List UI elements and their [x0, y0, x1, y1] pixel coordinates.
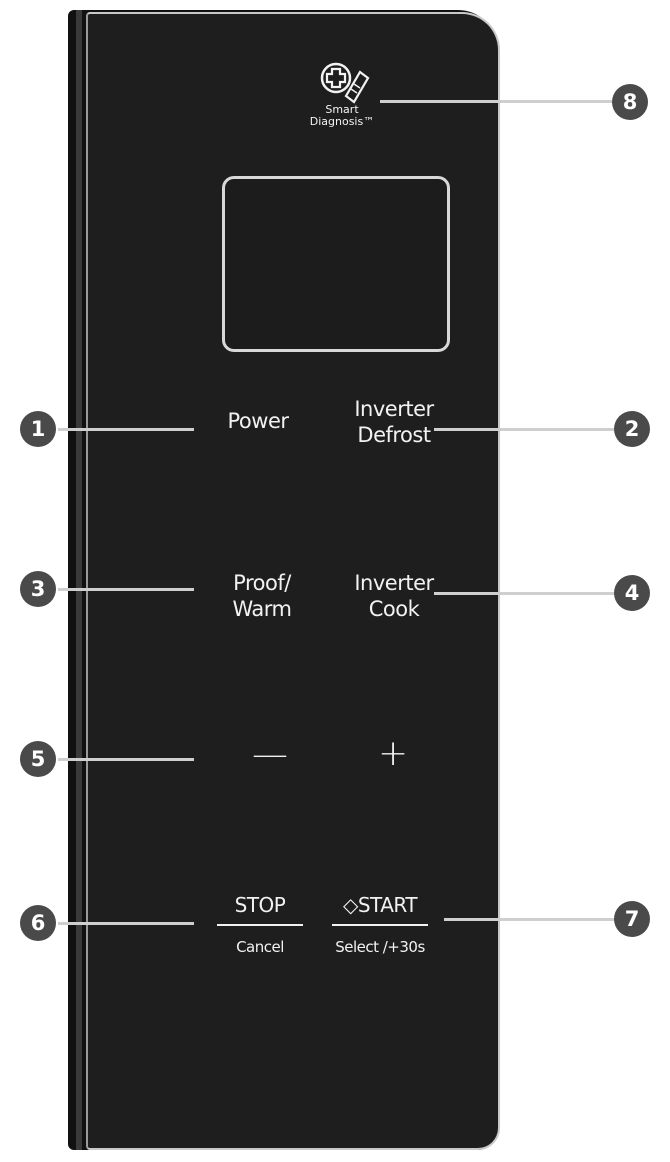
panel-edge [76, 10, 82, 1150]
smart-diagnosis-label: Smart Diagnosis™ [309, 103, 375, 128]
leader-line-7 [444, 918, 616, 921]
callout-3: 3 [20, 571, 56, 607]
leader-line-5 [58, 758, 194, 761]
inverter-defrost-key[interactable]: Inverter Defrost [354, 397, 434, 447]
callout-5: 5 [20, 741, 56, 777]
leader-line-1 [58, 428, 194, 431]
leader-line-3 [58, 588, 194, 591]
callout-4: 4 [614, 575, 650, 611]
minus-key[interactable]: — [252, 734, 288, 775]
stop-divider [217, 924, 303, 926]
leader-line-2 [434, 428, 614, 431]
callout-7: 7 [614, 901, 650, 937]
callout-2: 2 [614, 411, 650, 447]
start-divider [332, 924, 428, 926]
callout-8: 8 [612, 84, 648, 120]
start-select-key[interactable]: ◇START Select /+30s [324, 892, 436, 960]
display-window [222, 176, 450, 352]
smart-diagnosis-icon[interactable] [314, 60, 374, 108]
power-key[interactable]: Power [227, 409, 290, 433]
leader-line-8 [380, 100, 612, 103]
proof-warm-key[interactable]: Proof/ Warm [232, 571, 292, 621]
stop-cancel-key[interactable]: STOP Cancel [212, 892, 308, 960]
callout-1: 1 [20, 411, 56, 447]
callout-6: 6 [20, 905, 56, 941]
leader-line-4 [434, 592, 614, 595]
plus-key[interactable]: + [378, 733, 409, 774]
inverter-cook-key[interactable]: Inverter Cook [354, 571, 434, 621]
leader-line-6 [58, 922, 194, 925]
